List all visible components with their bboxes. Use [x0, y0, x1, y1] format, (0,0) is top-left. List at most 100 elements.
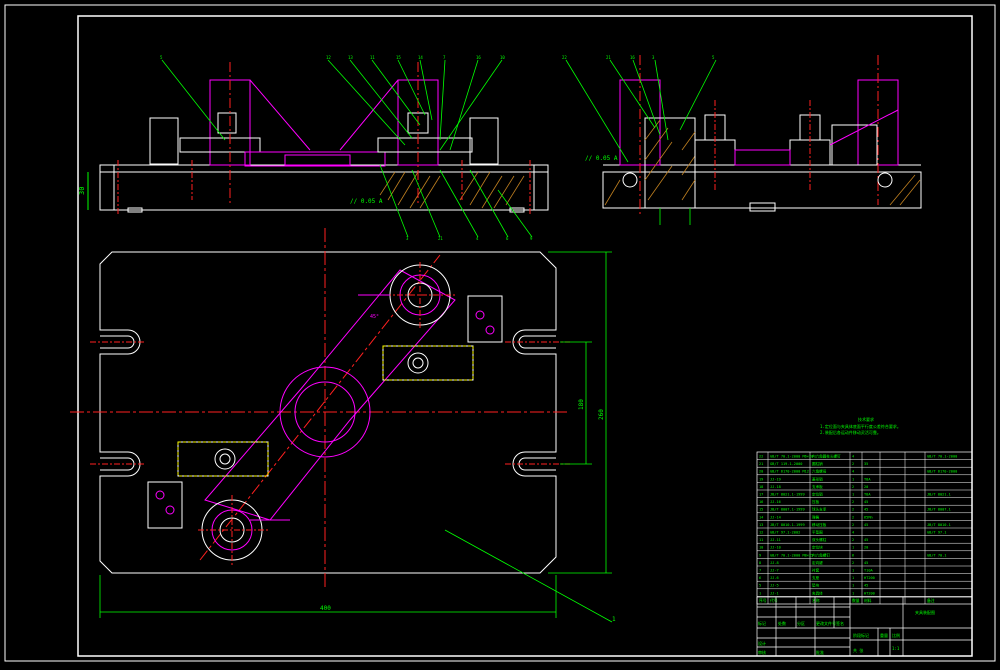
plan-view: 45°	[70, 228, 570, 590]
bom-cell-note: JB/T 8007.1	[927, 508, 951, 512]
svg-text:22: 22	[562, 55, 567, 60]
bom-header-mat: 材料	[864, 598, 872, 603]
bom-cell-name: 定向键	[812, 560, 823, 565]
bom-cell-no: 20	[759, 470, 763, 474]
bom-cell-name: 支座	[812, 575, 820, 580]
bom-cell-qty: 1	[852, 584, 854, 588]
bom-header-name: 名称	[812, 598, 820, 603]
bom-cell-mat: HT200	[864, 591, 875, 595]
side-hatch	[604, 119, 921, 206]
svg-text:14: 14	[418, 55, 423, 60]
bom-cell-note: GB/T 70.1	[927, 553, 946, 557]
svg-text:5: 5	[712, 55, 715, 60]
bom-cell-code: JJ-6	[770, 576, 779, 580]
bom-cell-no: 9	[759, 553, 761, 557]
side-pin-right	[877, 172, 893, 188]
bom-cell-no: 15	[759, 508, 763, 512]
support-block-top	[467, 295, 503, 343]
bom-cell-code: JJ-1	[770, 591, 779, 595]
dim-height: 260	[598, 409, 605, 420]
bom-cell-name: 定位块	[812, 545, 823, 550]
bom-cell-qty: 6	[852, 553, 854, 557]
svg-text:设计: 设计	[758, 640, 766, 646]
svg-text:7: 7	[443, 55, 446, 60]
bom-cell-qty: 1	[852, 591, 854, 595]
bom-cell-name: 夹具体	[812, 590, 823, 595]
bom-cell-mat: T10A	[864, 569, 873, 573]
bom-cell-name: 垫块	[812, 583, 820, 588]
svg-text:签名: 签名	[836, 620, 844, 626]
notes-title: 技术要求	[858, 416, 874, 422]
bom-cell-no: 11	[759, 538, 763, 542]
svg-text:21: 21	[606, 55, 611, 60]
svg-text:3: 3	[406, 236, 409, 241]
front-foot-right	[509, 207, 525, 213]
svg-text:6: 6	[506, 236, 509, 241]
front-left-clamp	[179, 137, 261, 153]
bom-cell-name: 内六角圆柱头螺钉	[812, 454, 841, 459]
bom-cell-code: GB/T 119.1-2000	[770, 462, 802, 466]
svg-text:批准: 批准	[816, 649, 824, 655]
bom-cell-qty: 2	[852, 485, 854, 489]
clamp-lower-bolt-in	[219, 453, 231, 465]
bom-cell-code: GB/T 97.1-2002	[770, 531, 800, 535]
bom-cell-qty: 2	[852, 538, 854, 542]
svg-text:12: 12	[326, 55, 331, 60]
bom-cell-no: 22	[759, 455, 763, 459]
clamp-block-lower	[177, 441, 269, 477]
plan-balloon: 1	[612, 616, 616, 623]
bom-cell-mat: T8A	[864, 477, 871, 481]
svg-text:5: 5	[160, 55, 163, 60]
clamp-block-lower-ins	[177, 441, 269, 477]
bom-cell-note: GB/T 70.1-2000	[927, 455, 957, 459]
svg-text:1:1: 1:1	[892, 646, 900, 651]
svg-text:阶段标记: 阶段标记	[853, 632, 869, 638]
bom-cell-qty: 1	[852, 569, 854, 573]
bom-cell-no: 8	[759, 561, 761, 565]
bom-cell-mat: 45	[864, 523, 868, 527]
support-bottom-hole-1	[155, 490, 165, 500]
bom-cell-no: 17	[759, 493, 763, 497]
bom-cell-qty: 1	[852, 493, 854, 497]
bom-cell-note: GB/T 6170-2000	[927, 470, 957, 474]
bom-cell-code: JJ-10	[770, 546, 781, 550]
bom-cell-qty: 2	[852, 508, 854, 512]
bom-cell-no: 14	[759, 515, 763, 519]
front-leaders	[161, 59, 533, 238]
side-base	[602, 171, 922, 209]
svg-text:分区: 分区	[797, 620, 805, 626]
svg-text:夹具装配图: 夹具装配图	[915, 609, 935, 615]
svg-text:9: 9	[530, 236, 533, 241]
bom-cell-no: 7	[759, 569, 761, 573]
support-block-bottom	[147, 481, 183, 529]
bom-cell-mat: 45	[864, 500, 868, 504]
svg-text:10: 10	[500, 55, 505, 60]
bom-cell-no: 13	[759, 523, 763, 527]
bom-cell-name: 压板	[812, 499, 820, 504]
bom-header-note: 备注	[927, 598, 935, 603]
clamp-block-upper-ins	[382, 345, 474, 381]
bom-cell-mat: 45	[864, 584, 868, 588]
bom-cell-no: 10	[759, 546, 763, 550]
rod-big-end-inner	[294, 381, 356, 443]
side-foot	[749, 202, 776, 212]
bom-cell-note: GB/T 97.1	[927, 531, 946, 535]
bom-cell-no: 6	[759, 576, 761, 580]
notes-line2: 2.装配后各运动件移动灵活可靠。	[820, 429, 881, 435]
side-leaders	[565, 59, 717, 225]
bom-cell-mat: 45	[864, 561, 868, 565]
bom-cell-name: 定位销	[812, 492, 823, 497]
svg-text:16: 16	[630, 55, 635, 60]
bom-cell-name: 平垫圈	[812, 530, 823, 535]
front-right-lug	[533, 164, 549, 211]
